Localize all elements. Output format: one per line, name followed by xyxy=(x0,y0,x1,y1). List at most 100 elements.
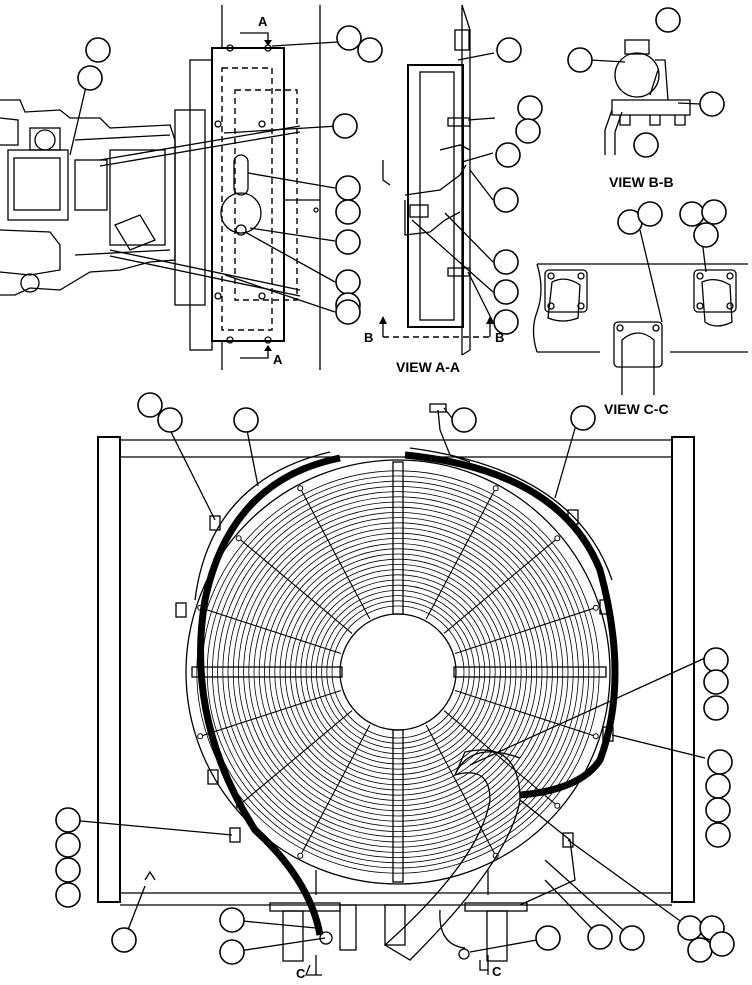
fan-spoke xyxy=(443,537,558,634)
spoke-rivet xyxy=(297,852,304,859)
coil-ring xyxy=(222,496,574,848)
callout-balloon xyxy=(493,249,519,275)
view-aa: B B VIEW A-A xyxy=(364,4,504,375)
leader-lines xyxy=(69,41,707,953)
callout-balloon xyxy=(157,407,183,433)
spoke-rivet xyxy=(197,733,204,740)
coil-ring xyxy=(243,517,553,827)
spoke-rivet xyxy=(297,485,304,492)
callout-balloon xyxy=(495,142,521,168)
callout-balloon xyxy=(335,269,361,295)
callout-balloon xyxy=(703,669,729,695)
coil-ring xyxy=(279,553,517,791)
view-bb-title: VIEW B-B xyxy=(609,174,674,190)
fan-spoke xyxy=(238,537,353,634)
callout-balloon xyxy=(496,37,522,63)
callout-balloon xyxy=(679,201,705,227)
fan-spoke xyxy=(454,689,596,737)
coil-ring xyxy=(305,579,491,765)
spoke-rivet xyxy=(554,535,561,542)
callout-balloon xyxy=(85,37,111,63)
callout-balloon xyxy=(687,937,713,963)
callout-balloon xyxy=(703,695,729,721)
coil-ring xyxy=(274,548,522,796)
fan-spoke xyxy=(299,724,371,856)
callout-balloon xyxy=(515,118,541,144)
coil-ring xyxy=(269,543,527,801)
callout-balloon xyxy=(567,47,593,73)
fan-coil xyxy=(185,459,611,885)
callout-balloon xyxy=(357,37,383,63)
callout-balloon xyxy=(707,749,733,775)
callout-balloon xyxy=(703,647,729,673)
callout-balloon xyxy=(336,25,362,51)
coil-ring xyxy=(248,522,548,822)
callout-balloon xyxy=(55,832,81,858)
callout-balloon xyxy=(709,931,735,957)
callout-balloon xyxy=(137,392,163,418)
coil-rings xyxy=(196,470,600,874)
fan-spoke xyxy=(200,689,342,737)
fan-spoke xyxy=(425,488,497,620)
callout-balloon xyxy=(335,175,361,201)
view-bb: VIEW B-B xyxy=(604,39,691,190)
coil-ring xyxy=(284,558,512,786)
callout-balloon xyxy=(493,279,519,305)
coil-ring xyxy=(315,590,480,755)
callout-balloon xyxy=(587,924,613,950)
callout-balloon xyxy=(493,187,519,213)
callout-balloon xyxy=(570,405,596,431)
view-cc: VIEW C-C xyxy=(532,263,748,417)
coil-ring xyxy=(201,475,595,869)
fan-spoke xyxy=(299,488,371,620)
callout-balloon xyxy=(705,822,731,848)
section-mark-b-left: B xyxy=(364,330,373,345)
coil-ring xyxy=(300,574,496,770)
fan-spoke xyxy=(425,724,497,856)
callout-balloon xyxy=(55,807,81,833)
view-cc-title: VIEW C-C xyxy=(604,401,669,417)
callout-balloon xyxy=(701,199,727,225)
centerline-label-right: C xyxy=(492,964,502,979)
callout-balloon xyxy=(705,773,731,799)
callout-balloon xyxy=(332,113,358,139)
fan-spokes xyxy=(197,485,599,859)
callout-balloon xyxy=(77,65,103,91)
callout-balloon xyxy=(219,939,245,965)
callout-balloon xyxy=(55,882,81,908)
spoke-rivet xyxy=(592,733,599,740)
hoses xyxy=(194,403,619,961)
bottom-fittings: C C xyxy=(269,870,528,981)
section-mark-a-bottom: A xyxy=(273,352,283,367)
callout-balloon xyxy=(335,299,361,325)
spoke-rivet xyxy=(592,604,599,611)
callout-balloon xyxy=(517,95,543,121)
section-mark-b-right: B xyxy=(495,330,504,345)
coil-ring xyxy=(263,538,533,807)
coil-ring xyxy=(295,569,501,775)
coil-ring xyxy=(206,480,590,864)
spoke-rivet xyxy=(554,802,561,809)
fan-spoke xyxy=(454,607,596,655)
callout-balloon xyxy=(677,915,703,941)
section-mark-a-top: A xyxy=(258,14,268,29)
coil-ring xyxy=(258,532,538,812)
coil-ring xyxy=(310,584,486,760)
coil-ring xyxy=(196,470,600,874)
coil-ring xyxy=(321,595,475,749)
callout-balloon xyxy=(451,407,477,433)
callout-balloon xyxy=(233,407,259,433)
callout-balloon xyxy=(693,222,719,248)
coil-ring xyxy=(232,506,564,838)
callout-balloon xyxy=(619,925,645,951)
callout-balloon xyxy=(633,132,659,158)
shroud-bolts xyxy=(214,44,319,344)
coil-ring xyxy=(217,491,579,853)
spoke-rivet xyxy=(235,535,242,542)
centerline-label-left: C xyxy=(296,966,306,981)
callout-balloon xyxy=(335,229,361,255)
callout-balloon xyxy=(111,927,137,953)
callout-balloon xyxy=(493,309,519,335)
coil-ring xyxy=(237,512,559,833)
